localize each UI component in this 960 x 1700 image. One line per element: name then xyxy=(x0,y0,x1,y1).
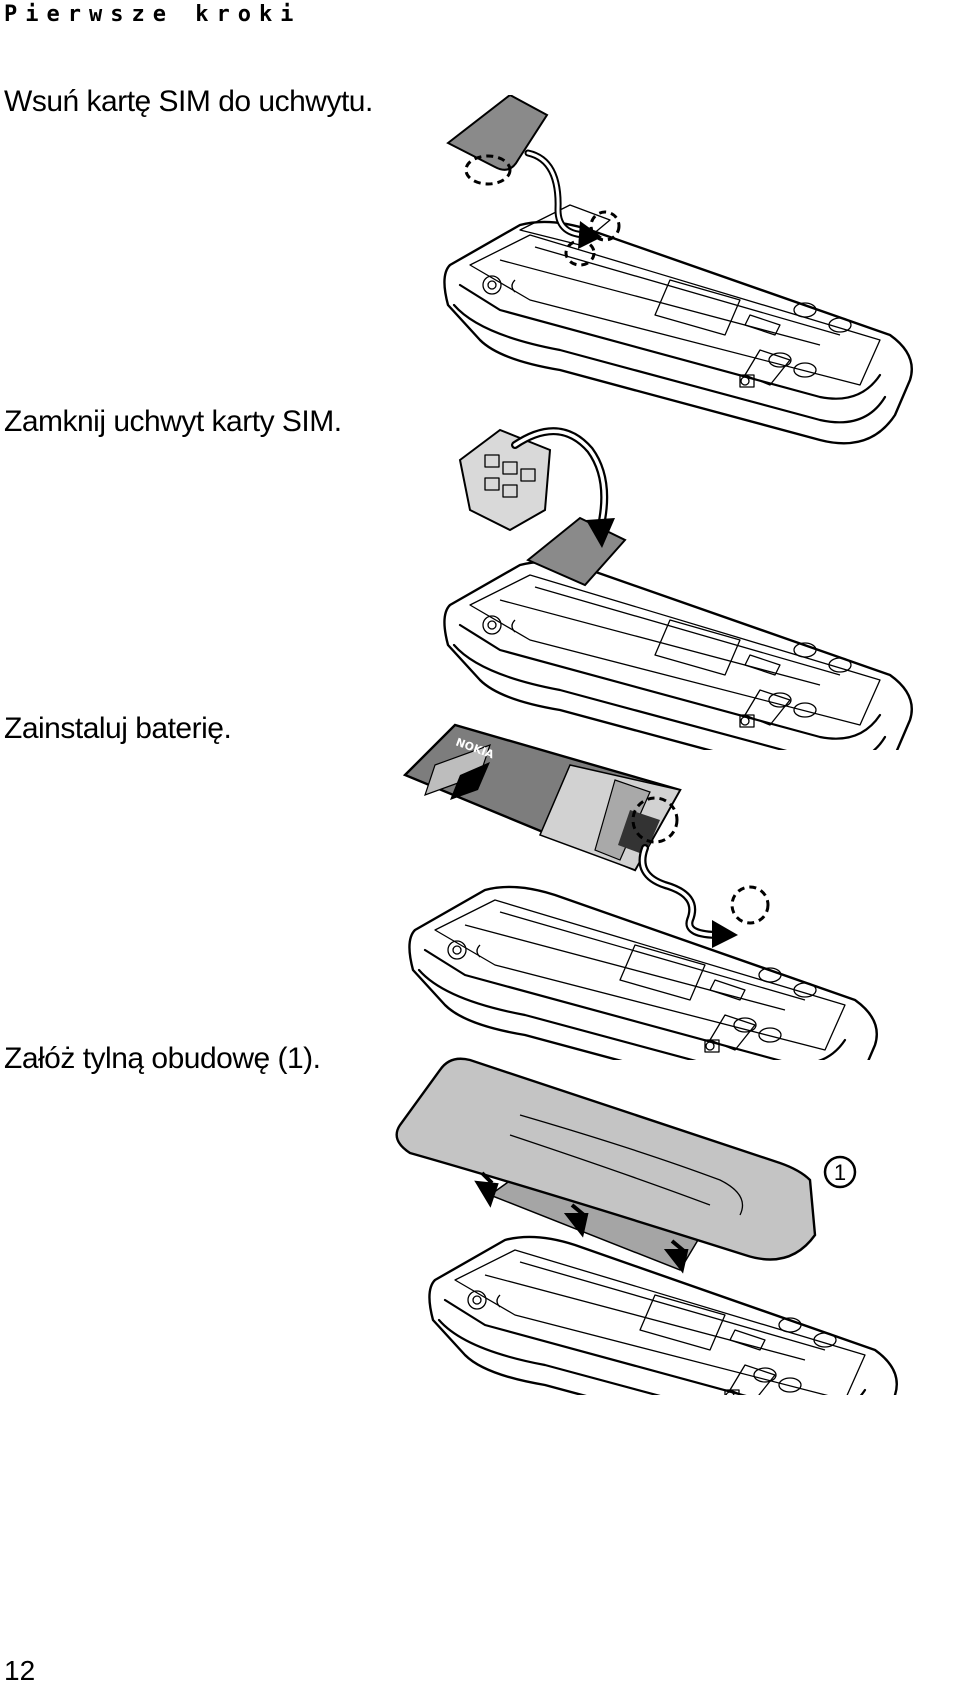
step-2-instruction: Zamknij uchwyt karty SIM. xyxy=(4,405,342,438)
figure-install-battery: NOKIA xyxy=(402,723,878,1060)
step-1-instruction: Wsuń kartę SIM do uchwytu. xyxy=(4,85,373,118)
figure-attach-back-cover: 1 xyxy=(395,1057,898,1395)
callout-number: 1 xyxy=(834,1160,846,1185)
sim-holder-flap xyxy=(458,428,552,532)
figure-close-sim-holder xyxy=(443,427,913,750)
battery: NOKIA xyxy=(402,723,682,872)
figure-insert-sim xyxy=(443,95,913,445)
press-arrows xyxy=(474,1171,689,1274)
sim-card xyxy=(446,95,549,171)
step-4-instruction: Załóż tylną obudowę (1). xyxy=(4,1042,321,1075)
back-cover xyxy=(395,1057,817,1261)
step-3-instruction: Zainstaluj baterię. xyxy=(4,712,232,745)
section-header: Pierwsze kroki xyxy=(4,2,302,27)
page-number: 12 xyxy=(4,1655,36,1686)
callout-1: 1 xyxy=(823,1155,857,1189)
